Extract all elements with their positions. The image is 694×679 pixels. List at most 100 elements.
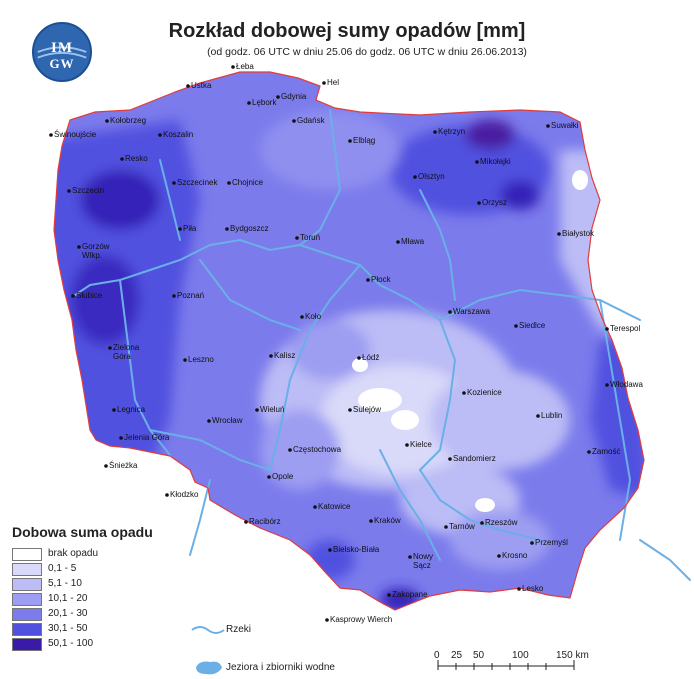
city-label: Racibórz xyxy=(249,517,281,526)
city-label: Szczecinek xyxy=(177,178,218,187)
city-dot xyxy=(288,448,292,452)
city-label: Śnieżka xyxy=(109,461,138,470)
legend-swatch xyxy=(12,563,42,576)
city-label: Terespol xyxy=(610,324,641,333)
city-dot xyxy=(178,227,182,231)
city-dot xyxy=(605,383,609,387)
city-label: Chojnice xyxy=(232,178,264,187)
city-label: Opole xyxy=(272,472,294,481)
city-dot xyxy=(255,408,259,412)
city-label: Kielce xyxy=(410,440,432,449)
city-dot xyxy=(322,81,326,85)
city-label: Łeba xyxy=(236,62,254,71)
city-dot xyxy=(475,160,479,164)
city-dot xyxy=(105,119,109,123)
city-dot xyxy=(186,84,190,88)
legend-label: 10,1 - 20 xyxy=(48,593,88,604)
city-dot xyxy=(517,587,521,591)
city-dot xyxy=(557,232,561,236)
city-label: Przemyśl xyxy=(535,538,568,547)
city-label: Hel xyxy=(327,78,340,87)
city-label: Włodawa xyxy=(610,380,643,389)
city-label: Ustka xyxy=(191,81,212,90)
city-dot xyxy=(104,464,108,468)
city-dot xyxy=(119,436,123,440)
logo-graphic xyxy=(37,46,87,59)
city-label: Poznań xyxy=(177,291,205,300)
city-label: Lublin xyxy=(541,411,563,420)
city-label: Tarnów xyxy=(449,522,475,531)
city-label: Częstochowa xyxy=(293,445,342,454)
city-label: Rzeszów xyxy=(485,518,518,527)
city-dot xyxy=(77,245,81,249)
legend-label: 30,1 - 50 xyxy=(48,623,88,634)
city-label: Kalisz xyxy=(274,351,296,360)
city-dot xyxy=(276,95,280,99)
city-label: Koło xyxy=(305,312,322,321)
map-title: Rozkład dobowej sumy opadów [mm] xyxy=(168,20,526,42)
city-dot xyxy=(497,554,501,558)
city-dot xyxy=(108,346,112,350)
city-label: Mikołajki xyxy=(480,157,511,166)
city-label: Sulejów xyxy=(353,405,382,414)
city-dot xyxy=(448,457,452,461)
city-dot xyxy=(396,240,400,244)
city-label: Katowice xyxy=(318,502,351,511)
city-dot xyxy=(413,175,417,179)
map-subtitle: (od godz. 06 UTC w dniu 25.06 do godz. 0… xyxy=(207,46,527,58)
city-label: Sandomierz xyxy=(453,454,496,463)
city-label: Wrocław xyxy=(212,416,243,425)
city-label: Szczecin xyxy=(72,186,105,195)
city-dot xyxy=(313,505,317,509)
city-dot xyxy=(183,358,187,362)
legend-swatch xyxy=(12,623,42,636)
city-dot xyxy=(480,521,484,525)
city-dot xyxy=(244,520,248,524)
city-dot xyxy=(67,189,71,193)
city-label: Płock xyxy=(371,275,391,284)
city-label: Orzysz xyxy=(482,198,507,207)
city-label: Słubice xyxy=(76,291,103,300)
legend-swatch xyxy=(12,638,42,651)
city-dot xyxy=(49,133,53,137)
city-label: Gdynia xyxy=(281,92,307,101)
city-dot xyxy=(546,124,550,128)
scale-label: 100 xyxy=(512,650,529,661)
city-label: Kłodzko xyxy=(170,490,199,499)
city-dot xyxy=(120,157,124,161)
legend-swatch xyxy=(12,608,42,621)
scale-label: 150 km xyxy=(556,650,589,661)
legend-swatch xyxy=(12,548,42,561)
city-label: Siedlce xyxy=(519,321,546,330)
city-label: Świnoujście xyxy=(54,130,97,139)
city-dot xyxy=(112,408,116,412)
city-dot xyxy=(448,310,452,314)
city-label: Krosno xyxy=(502,551,528,560)
city-dot xyxy=(514,324,518,328)
city-dot xyxy=(462,391,466,395)
city-label: Zielona Góra xyxy=(113,343,140,361)
city-label: Legnica xyxy=(117,405,146,414)
lake-symbol-icon xyxy=(196,661,222,675)
city-label: Kraków xyxy=(374,516,401,525)
logo-text-top: IM xyxy=(51,40,73,56)
city-dot xyxy=(405,443,409,447)
city-dot xyxy=(536,414,540,418)
city-label: Koszalin xyxy=(163,130,194,139)
city-label: Toruń xyxy=(300,233,321,242)
legend-title: Dobowa suma opadu xyxy=(12,524,153,540)
city-dot xyxy=(227,181,231,185)
city-dot xyxy=(357,356,361,360)
city-label: Warszawa xyxy=(453,307,491,316)
city-dot xyxy=(300,315,304,319)
city-dot xyxy=(587,450,591,454)
city-dot xyxy=(328,548,332,552)
city-label: Resko xyxy=(125,154,148,163)
city-dot xyxy=(225,227,229,231)
city-dot xyxy=(530,541,534,545)
city-label: Nowy Sącz xyxy=(413,552,434,570)
city-label: Białystok xyxy=(562,229,595,238)
city-dot xyxy=(605,327,609,331)
city-dot xyxy=(165,493,169,497)
